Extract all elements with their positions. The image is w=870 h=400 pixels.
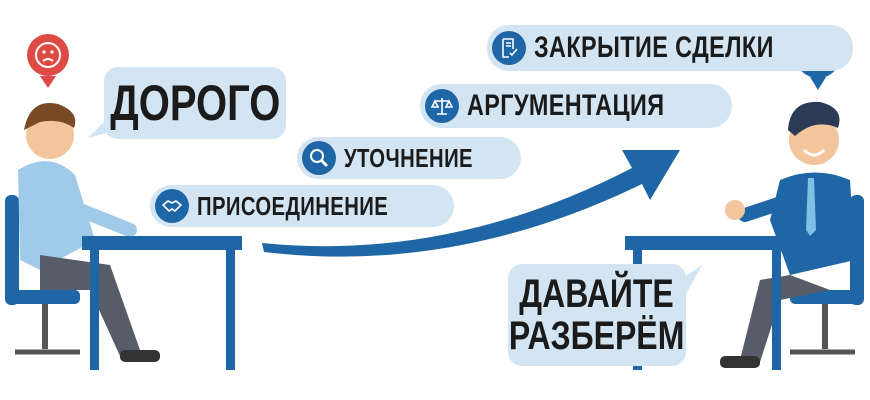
progress-arrow	[262, 150, 680, 257]
right-speech-bubble: ДАВАЙТЕ РАЗБЕРЁМ	[508, 264, 686, 366]
left-table	[82, 236, 242, 370]
right-speech-line1: ДАВАЙТЕ	[519, 272, 675, 316]
sad-face-icon	[27, 34, 69, 88]
step-closing: ЗАКРЫТИЕ СДЕЛКИ	[487, 25, 854, 71]
left-customer	[5, 103, 160, 362]
contract-icon	[492, 31, 526, 65]
magnifier-icon	[302, 141, 336, 175]
handshake-icon	[155, 189, 189, 223]
step-clarification: УТОЧНЕНИЕ	[297, 137, 522, 179]
right-consultant	[720, 101, 864, 368]
left-speech-bubble: ДОРОГО	[104, 67, 286, 139]
step-label: УТОЧНЕНИЕ	[344, 142, 473, 173]
step-label: ЗАКРЫТИЕ СДЕЛКИ	[534, 31, 774, 64]
left-speech-text: ДОРОГО	[109, 74, 281, 131]
step-label: ПРИСОЕДИНЕНИЕ	[197, 190, 389, 221]
step-joining: ПРИСОЕДИНЕНИЕ	[150, 185, 455, 227]
step-argumentation: АРГУМЕНТАЦИЯ	[420, 84, 733, 128]
scales-icon	[425, 89, 459, 123]
right-speech-line2: РАЗБЕРЁМ	[509, 314, 685, 358]
step-label: АРГУМЕНТАЦИЯ	[467, 89, 665, 122]
